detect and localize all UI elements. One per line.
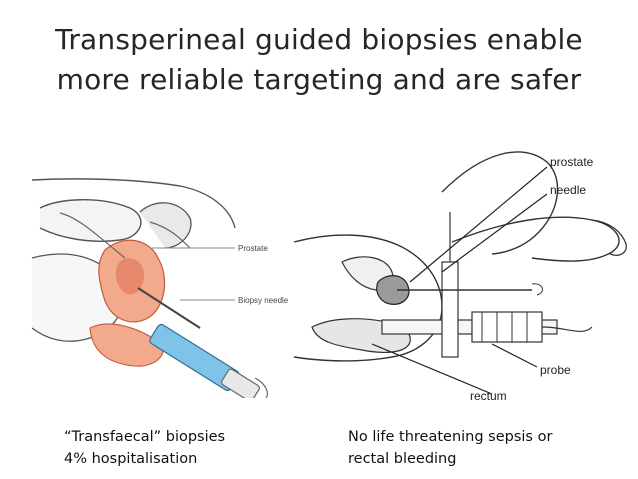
caption-left-line-2: 4% hospitalisation — [64, 451, 198, 467]
caption-transrectal: “Transfaecal” biopsies 4% hospitalisatio… — [64, 426, 225, 470]
title-line-1: Transperineal guided biopsies enable — [55, 23, 583, 56]
label-rectum: rectum — [470, 389, 507, 403]
arrow-rectum — [371, 343, 493, 395]
label-prostate: Prostate — [238, 244, 268, 253]
pelvic-outline — [31, 178, 236, 229]
urethra — [59, 212, 126, 259]
probe-assembly — [381, 311, 593, 343]
caption-left-line-1: “Transfaecal” biopsies — [64, 429, 226, 445]
title-line-2: more reliable targeting and are safer — [56, 63, 582, 96]
label-prostate: prostate — [550, 155, 594, 169]
biopsy-needle — [137, 287, 201, 329]
foot-outline — [591, 219, 627, 256]
transrectal-biopsy-illustration: Prostate Biopsy needle — [31, 178, 289, 398]
slide-title: Transperineal guided biopsies enable mor… — [0, 20, 638, 100]
bladder-outline — [39, 199, 142, 242]
prostate-shape — [376, 275, 410, 305]
arrow-prostate — [409, 166, 548, 283]
caption-right-line-2: rectal bleeding — [348, 451, 457, 467]
caption-transperineal: No life threatening sepsis or rectal ble… — [348, 426, 552, 470]
leg-outline — [441, 151, 559, 255]
label-needle: needle — [550, 183, 586, 197]
label-probe: probe — [540, 363, 571, 377]
caption-right-line-1: No life threatening sepsis or — [348, 429, 553, 445]
prostate-core — [115, 258, 145, 295]
label-biopsy-needle: Biopsy needle — [238, 296, 289, 305]
arrow-probe — [491, 343, 538, 368]
needle-guide — [397, 212, 543, 358]
arrow-needle — [441, 193, 548, 273]
transperineal-biopsy-illustration: prostate needle probe rectum — [293, 151, 627, 403]
ultrasound-probe — [149, 323, 268, 398]
rectum-tissue — [89, 323, 164, 367]
